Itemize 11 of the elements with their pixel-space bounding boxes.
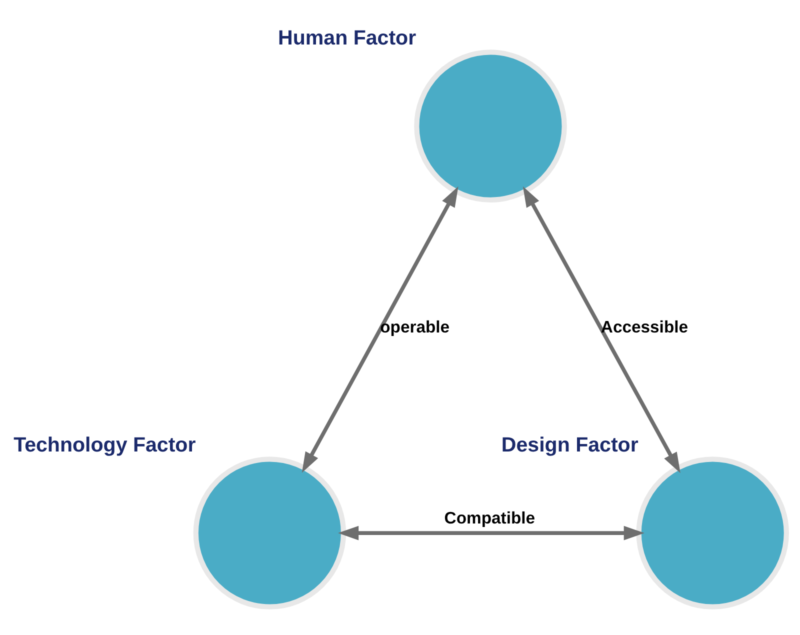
node-circle — [193, 456, 346, 609]
node-label: Technology Factor — [14, 432, 196, 456]
node-circle — [414, 49, 567, 202]
edge-label: Compatible — [444, 508, 536, 527]
node-label: Design Factor — [501, 432, 638, 456]
arrow — [522, 186, 680, 473]
node-circle — [636, 456, 789, 609]
arrow — [302, 186, 458, 472]
edge-label: Accessible — [600, 317, 688, 336]
arrow — [338, 525, 644, 540]
node-label: Human Factor — [278, 26, 416, 49]
